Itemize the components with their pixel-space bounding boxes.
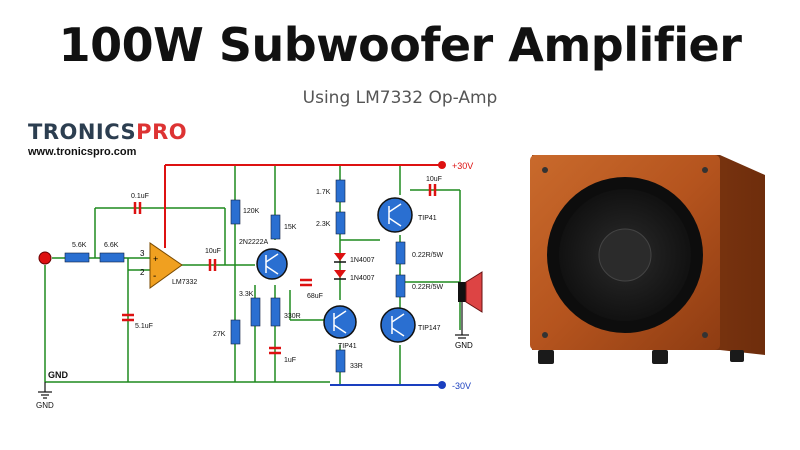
label-r-input2: 6.6K: [104, 242, 119, 249]
diode-d1: [334, 253, 346, 261]
label-r-1-7k: 1.7K: [316, 189, 331, 196]
label-r-emitter2: 0.22R/5W: [412, 284, 444, 291]
label-r-2-3k: 2.3K: [316, 221, 331, 228]
positive-rail-label: +30V: [452, 161, 473, 171]
speaker-dustcap: [598, 228, 652, 282]
screw-bl: [542, 332, 548, 338]
speaker-symbol: [455, 271, 483, 339]
label-c-input-bias: 5.1uF: [135, 323, 153, 330]
label-r-330r: 330R: [284, 313, 301, 320]
input-jack: [38, 251, 52, 265]
label-r-15k: 15K: [284, 224, 297, 231]
label-opamp: LM7332: [172, 279, 197, 286]
resistor-2-3k: [335, 211, 346, 235]
resistor-input2: [99, 252, 125, 263]
label-c-feedback: 0.1uF: [131, 193, 149, 200]
negative-terminal: [438, 381, 446, 389]
opamp-symbol: [149, 242, 183, 289]
label-q-driver: 2N2222A: [239, 239, 269, 246]
opamp-pin2: 2: [140, 268, 145, 277]
ground-speaker-label: GND: [455, 341, 473, 350]
screw-tr: [702, 167, 708, 173]
label-d2: 1N4007: [350, 275, 375, 282]
amplifier-schematic: +30V -30V GND GND + - 3 2: [36, 161, 483, 410]
label-r-input1: 5.6K: [72, 242, 87, 249]
capacitors: [122, 184, 437, 355]
label-r-3-3k: 3.3K: [239, 291, 254, 298]
screw-tl: [542, 167, 548, 173]
gnd-rail-label: GND: [48, 370, 69, 380]
logo-text-part1: TRONICS: [28, 120, 137, 144]
label-c-68uf: 68uF: [307, 293, 323, 300]
label-r-120k: 120K: [243, 208, 260, 215]
resistor-input1: [64, 252, 90, 263]
label-q-tip41-top: TIP41: [418, 215, 437, 222]
transistor-tip41-top: [377, 197, 413, 233]
label-c-1uf: 1uF: [284, 357, 296, 364]
resistor-15k: [270, 214, 281, 240]
resistor-330r: [270, 297, 281, 327]
foot-back: [730, 350, 744, 362]
resistor-120k: [230, 199, 241, 225]
brand-logo: TRONICSPRO: [28, 120, 187, 144]
label-c-coupling: 10uF: [205, 248, 221, 255]
label-r-33r: 33R: [350, 363, 363, 370]
transistor-tip147: [380, 307, 416, 343]
page-subtitle: Using LM7332 Op-Amp: [302, 88, 498, 108]
page-title: 100W Subwoofer Amplifier: [58, 18, 742, 72]
screw-br: [702, 332, 708, 338]
opamp-pin-plus: +: [153, 254, 158, 264]
resistor-1-7k: [335, 179, 346, 203]
opamp-pin-minus: -: [153, 271, 156, 282]
positive-terminal: [438, 161, 446, 169]
foot-right: [652, 350, 668, 364]
transistor-2n2222a: [256, 248, 288, 280]
label-r-27k: 27K: [213, 331, 226, 338]
label-q-tip147: TIP147: [418, 325, 441, 332]
ground-symbol-left: [38, 382, 52, 399]
transistors: [256, 197, 416, 343]
resistor-33r: [335, 349, 346, 373]
resistor-emitter1: [395, 241, 406, 265]
foot-left: [538, 350, 554, 364]
ground-left-label: GND: [36, 401, 54, 410]
diode-d2: [334, 270, 346, 278]
resistor-emitter2: [395, 274, 406, 298]
label-d1: 1N4007: [350, 257, 375, 264]
resistor-3-3k: [250, 297, 261, 327]
label-q-tip41-bottom: TIP41: [338, 343, 357, 350]
transistor-tip41-bottom: [323, 305, 357, 339]
logo-text-part2: PRO: [136, 120, 188, 144]
negative-rail-label: -30V: [452, 381, 471, 391]
resistor-27k: [230, 319, 241, 345]
website-label: www.tronicspro.com: [28, 146, 137, 158]
subwoofer-image: [530, 155, 765, 364]
label-r-emitter1: 0.22R/5W: [412, 252, 444, 259]
opamp-pin3: 3: [140, 249, 145, 258]
diodes: [334, 253, 346, 280]
label-c-10uf-out: 10uF: [426, 176, 442, 183]
